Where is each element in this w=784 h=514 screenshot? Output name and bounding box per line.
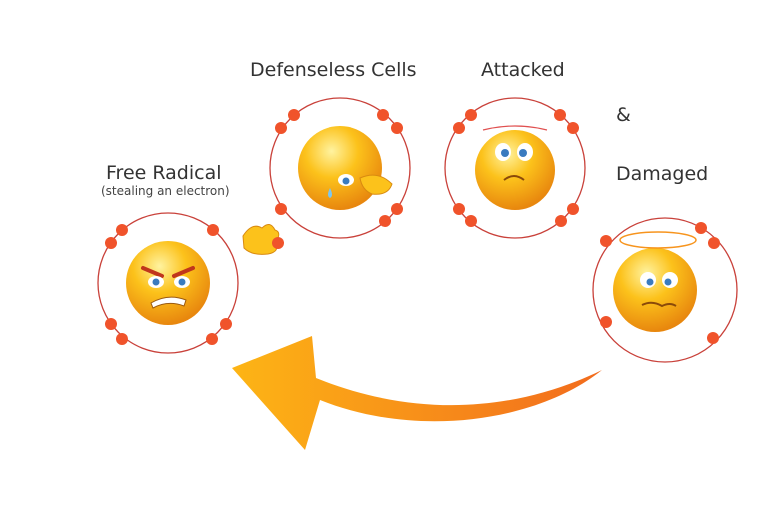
defenseless-label: Defenseless Cells [250,59,417,81]
free-radical-sublabel: (stealing an electron) [101,184,230,198]
damaged-label: Damaged [616,163,709,185]
shocked-face-icon [475,125,555,210]
angry-face-icon [126,241,210,325]
ampersand-label: & [616,104,631,126]
crying-face-icon [298,126,393,210]
cycle-arrow [232,336,602,450]
attacked-cell-atom [444,97,586,239]
attacked-label: Attacked [481,59,565,81]
free-radical-label: Free Radical [106,162,222,184]
grabbing-hand-icon [242,224,284,255]
damaged-cell-atom [592,217,738,363]
free-radical-atom [97,212,239,354]
defenseless-cell-atom [269,97,411,239]
dizzy-face-icon [613,231,697,332]
